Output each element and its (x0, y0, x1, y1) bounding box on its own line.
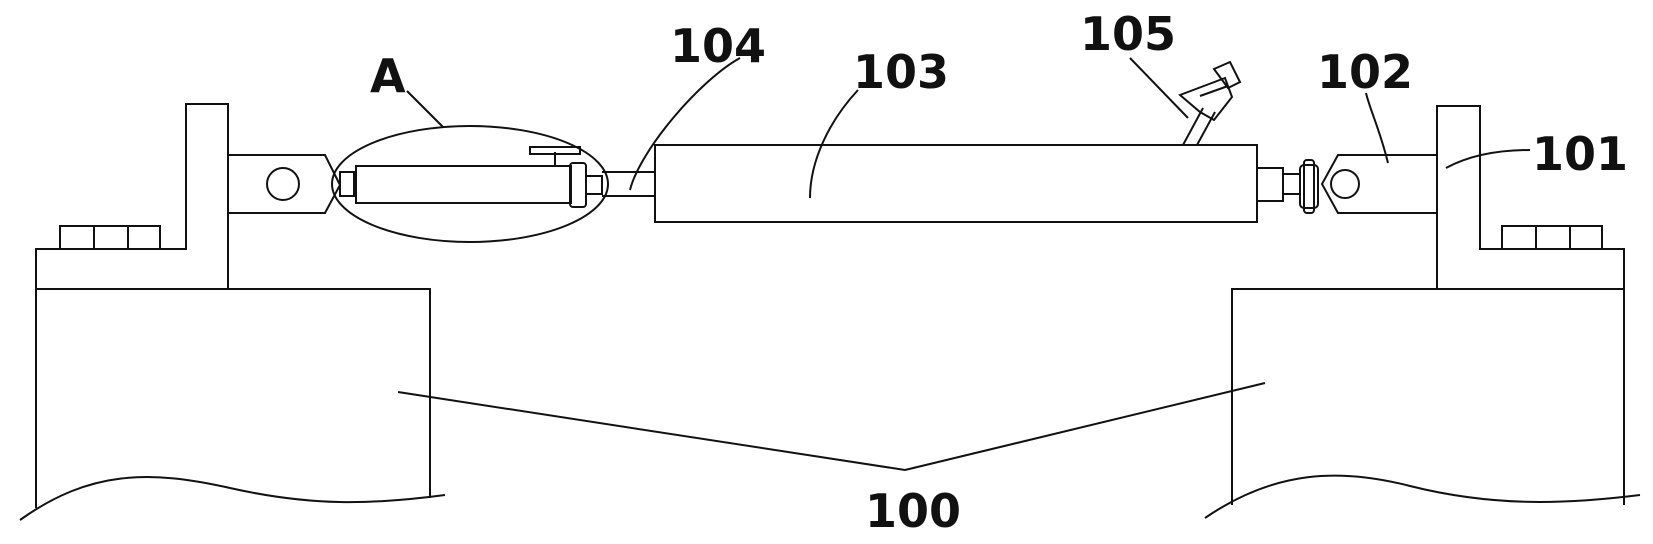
label-101: 101 (1532, 127, 1628, 181)
label-105: 105 (1080, 7, 1176, 61)
left-base (20, 289, 445, 520)
label-104: 104 (670, 19, 766, 73)
cylinder-body (655, 145, 1257, 222)
left-bracket (36, 104, 228, 289)
valve-fitting (1180, 62, 1240, 145)
left-clevis (228, 155, 354, 213)
right-connector (1257, 160, 1318, 213)
leader-lines (398, 58, 1530, 470)
label-102: 102 (1317, 45, 1413, 99)
detail-a-assembly (332, 126, 608, 242)
label-a: A (370, 49, 406, 103)
piston-rod (602, 172, 655, 196)
right-base (1205, 289, 1640, 518)
label-100: 100 (865, 484, 961, 538)
label-103: 103 (853, 45, 949, 99)
right-clevis (1322, 155, 1437, 213)
